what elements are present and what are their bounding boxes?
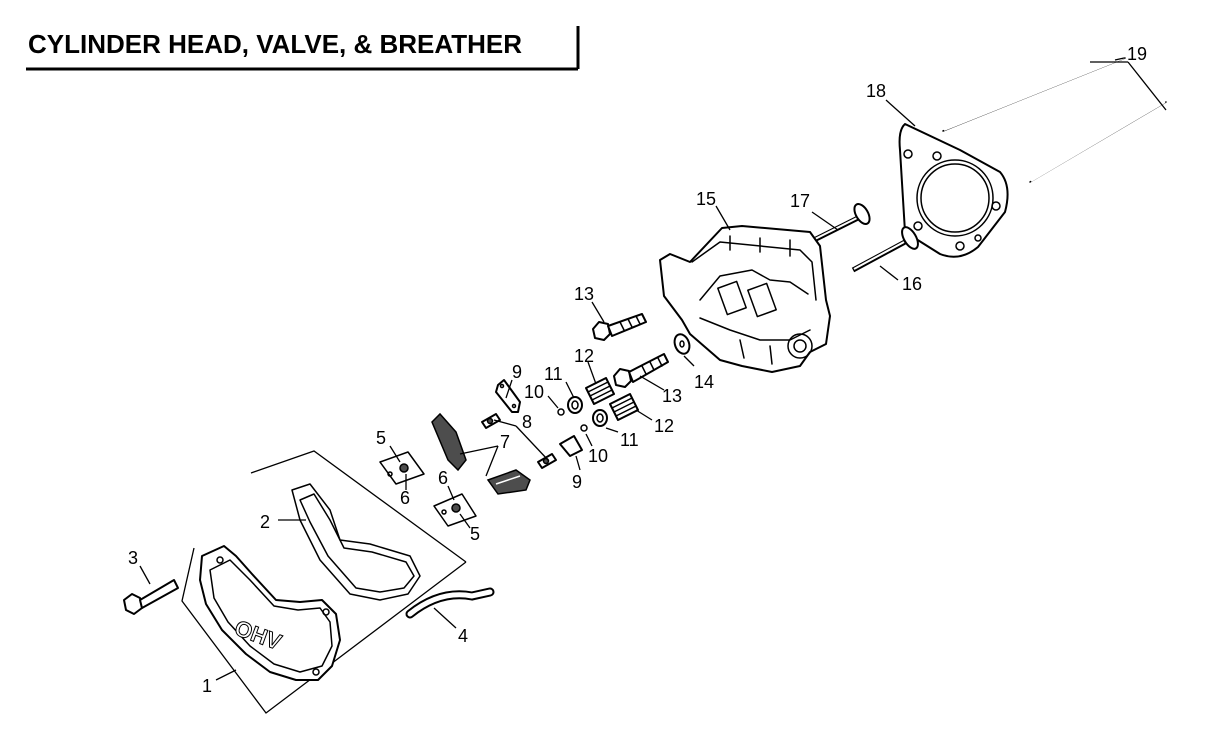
callout-12-lower: 12 xyxy=(654,416,674,436)
spring-retainer-upper-part-11 xyxy=(567,396,583,414)
callout-18: 18 xyxy=(866,81,886,101)
callout-3: 3 xyxy=(128,548,138,568)
callout-17: 17 xyxy=(790,191,810,211)
rocker-stud-upper-part-13 xyxy=(592,313,647,341)
rocker-stud-lower-part-13 xyxy=(613,353,669,388)
rocker-arm-lower-part-7 xyxy=(486,469,531,495)
rocker-arm-stud-upper-part-8 xyxy=(481,413,501,429)
callout-9-lower: 9 xyxy=(572,472,582,492)
callout-1: 1 xyxy=(202,676,212,696)
valve-part-16 xyxy=(851,226,919,273)
breather-cover-part-1: OHV xyxy=(199,545,341,681)
callout-5-upper: 5 xyxy=(376,428,386,448)
assembly-bracket xyxy=(181,450,467,714)
washer-part-14 xyxy=(673,333,691,355)
callout-16: 16 xyxy=(902,274,922,294)
rocker-arm-stud-lower-part-8 xyxy=(537,453,557,469)
callout-11-upper: 11 xyxy=(544,364,563,384)
valve-keeper-lower-part-10 xyxy=(580,424,588,432)
callout-5-lower: 5 xyxy=(470,524,480,544)
fastener-box-lower-part-5-6 xyxy=(433,493,477,527)
spring-retainer-lower-part-11 xyxy=(592,409,608,427)
breather-gasket-part-2 xyxy=(291,483,421,601)
callout-12-upper: 12 xyxy=(574,346,594,366)
fastener-box-upper-part-5-6 xyxy=(379,451,425,485)
callout-14: 14 xyxy=(694,372,714,392)
diagram-title: CYLINDER HEAD, VALVE, & BREATHER xyxy=(28,29,522,59)
valve-spring-lower-part-12 xyxy=(609,393,639,421)
callout-7: 7 xyxy=(500,432,510,452)
callout-4: 4 xyxy=(458,626,468,646)
rocker-arm-upper-part-7 xyxy=(431,412,467,472)
title-box: CYLINDER HEAD, VALVE, & BREATHER xyxy=(26,26,580,71)
breather-hose-part-4 xyxy=(405,587,495,619)
callout-10-upper: 10 xyxy=(524,382,544,402)
callout-9-upper: 9 xyxy=(512,362,522,382)
callout-19: 19 xyxy=(1127,44,1147,64)
callout-6-upper: 6 xyxy=(400,488,410,508)
head-bolt-part-19 xyxy=(942,57,1167,183)
callout-8: 8 xyxy=(522,412,532,432)
bolt-part-3 xyxy=(123,579,179,615)
callout-10-lower: 10 xyxy=(588,446,608,466)
valve-spring-upper-part-12 xyxy=(585,377,615,405)
callout-2: 2 xyxy=(260,512,270,532)
cylinder-head-part-15 xyxy=(659,225,831,373)
valve-keeper-upper-part-10 xyxy=(557,408,565,416)
callout-13-upper: 13 xyxy=(574,284,594,304)
callout-labels: 19 18 17 16 15 13 13 14 12 12 11 11 10 1… xyxy=(128,44,1147,696)
callout-13-lower: 13 xyxy=(662,386,682,406)
callout-15: 15 xyxy=(696,189,716,209)
head-gasket-part-18 xyxy=(898,123,1009,258)
leader-lines xyxy=(139,57,1167,681)
callout-6-lower: 6 xyxy=(438,468,448,488)
callout-11-lower: 11 xyxy=(620,430,639,450)
push-rod-guide-upper-part-9 xyxy=(495,379,521,413)
push-rod-guide-lower-part-9 xyxy=(559,435,583,457)
